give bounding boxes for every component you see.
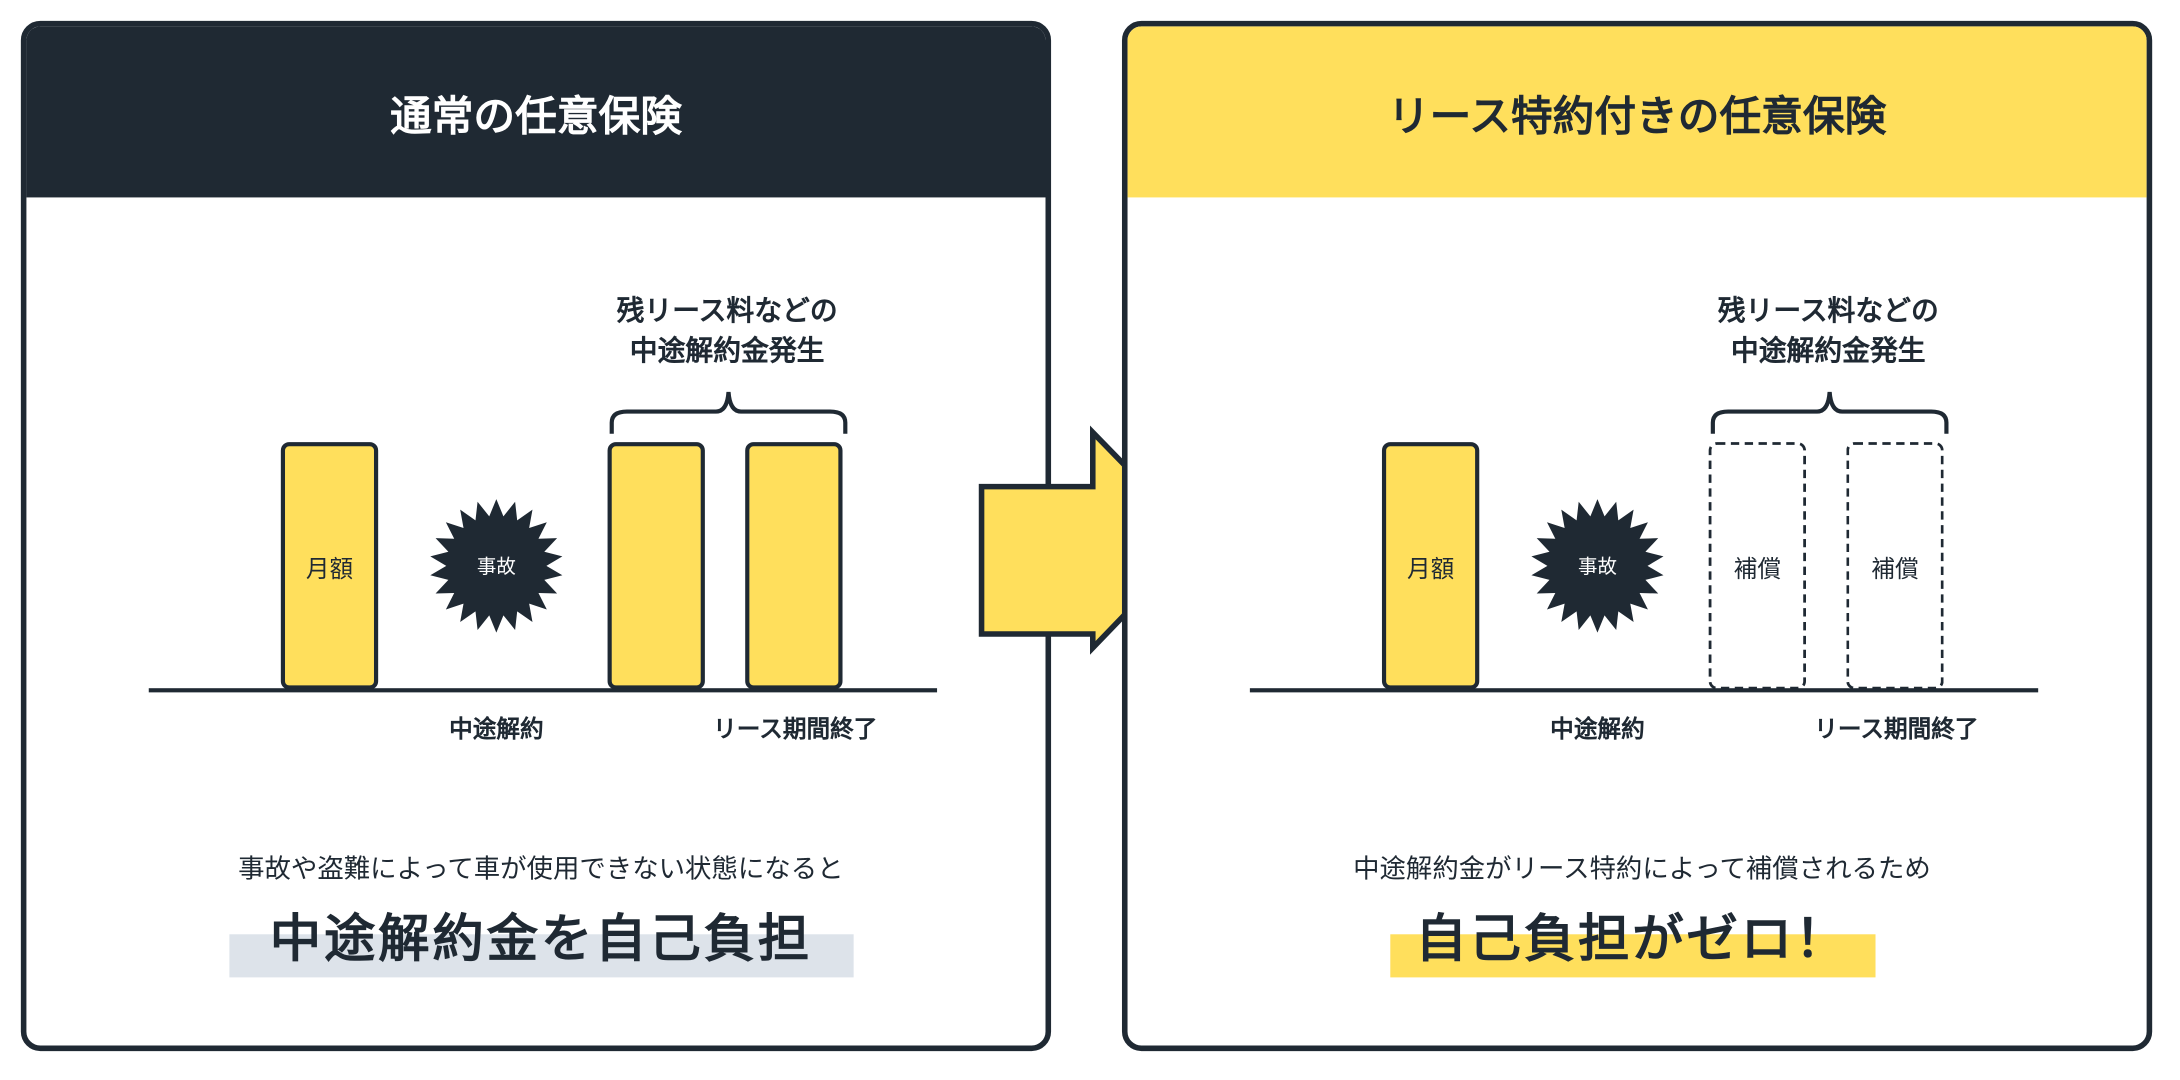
- annotation-line: 中途解約金発生: [629, 333, 825, 368]
- normal-insurance-card: 通常の任意保険 残リース料などの 中途解約金発生 月額 事故 中途解約 リース期…: [20, 20, 1052, 1052]
- termination-label: 中途解約: [449, 716, 544, 744]
- compensation-bar: 補償: [1846, 442, 1944, 690]
- annotation-line: 中途解約金発生: [1730, 333, 1926, 368]
- accident-label: 事故: [476, 556, 516, 579]
- headline-highlight: [1390, 934, 1876, 978]
- termination-label: 中途解約: [1550, 716, 1645, 744]
- lease-rider-insurance-card: リース特約付きの任意保険 残リース料などの 中途解約金発生 月額 事故 補償 補…: [1121, 20, 2153, 1052]
- annotation-line: 残リース料などの: [1717, 293, 1939, 327]
- lease-end-label: リース期間終了: [1814, 716, 1979, 744]
- accident-burst-icon: [430, 499, 563, 633]
- headline-highlight: [229, 934, 854, 978]
- annotation-line: 残リース料などの: [616, 293, 838, 327]
- annotation: 残リース料などの 中途解約金発生: [1718, 291, 1939, 372]
- remaining-fee-bar: [607, 442, 705, 690]
- lease-end-label: リース期間終了: [713, 716, 878, 744]
- headline: 中途解約金を自己負担: [269, 909, 812, 970]
- brace-icon: [609, 391, 848, 434]
- annotation: 残リース料などの 中途解約金発生: [617, 291, 838, 372]
- accident-burst-icon: [1531, 499, 1664, 633]
- card-title: 通常の任意保険: [26, 26, 1046, 198]
- card-title: リース特約付きの任意保険: [1127, 26, 2147, 198]
- headline: 自己負担がゼロ！: [1415, 909, 1850, 970]
- caption: 中途解約金がリース特約によって補償されるため: [1353, 853, 1931, 885]
- caption: 事故や盗難によって車が使用できない状態になると: [238, 853, 844, 885]
- monthly-bar: 月額: [280, 442, 379, 690]
- accident-label: 事故: [1577, 556, 1617, 579]
- timeline-axis: [1249, 688, 2039, 693]
- remaining-fee-bar: [745, 442, 843, 690]
- brace-icon: [1710, 391, 1949, 434]
- monthly-bar: 月額: [1381, 442, 1480, 690]
- compensation-bar: 補償: [1708, 442, 1806, 690]
- timeline-axis: [148, 688, 938, 693]
